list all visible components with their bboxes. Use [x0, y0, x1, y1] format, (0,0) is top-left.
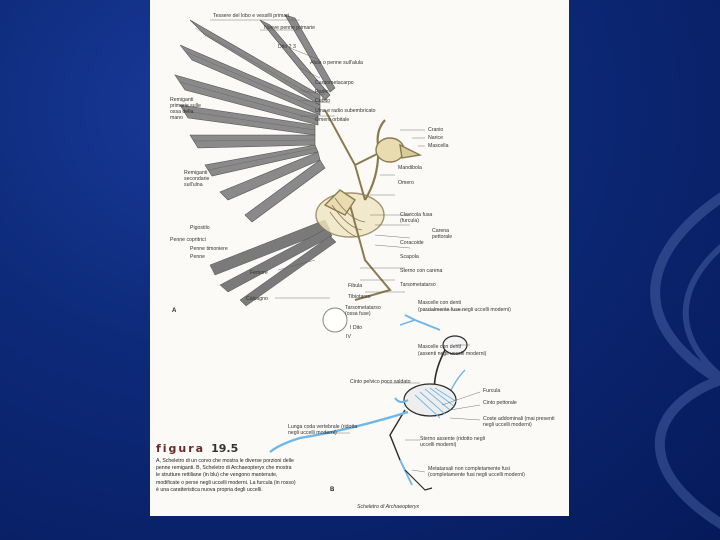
- background-swirl: [600, 180, 720, 540]
- label-metatarsals: Metatarsali non completamente fusi (comp…: [428, 466, 538, 478]
- label-teeth-jaw: Mascelle con denti: [418, 300, 461, 306]
- label-pectoral-girdle: Cinto pettorale: [483, 400, 517, 406]
- archaeopteryx-skeleton: [270, 315, 467, 490]
- label-pygostyle: Pigostilo: [190, 225, 210, 231]
- label-radius: Radio: [315, 89, 329, 95]
- panel-label-b: B: [330, 487, 334, 493]
- label-fibula: Fibula: [348, 283, 362, 289]
- label-hallux-note: Tarsometatarso (ossa fuse): [345, 305, 393, 317]
- label-alula: Alula o penne sull'alula: [310, 60, 363, 66]
- label-digit-one: I Dito: [350, 325, 362, 331]
- caption-number: 19.5: [211, 442, 238, 455]
- label-tail-feathers: Penne: [190, 254, 205, 260]
- label-teeth-note: (parzialmente fuse negli uccelli moderni…: [418, 307, 511, 313]
- caption-text: A, Scheletro di un corvo che mostra le d…: [156, 458, 296, 494]
- label-clavicle: Clavicola fusa (furcula): [400, 212, 436, 224]
- label-humerus: Omero: [398, 180, 414, 186]
- label-digit-four: IV: [346, 334, 351, 340]
- label-gastralia: Coste addominali (mai presenti negli ucc…: [483, 416, 561, 428]
- panel-label-a: A: [172, 308, 176, 314]
- label-mandible: Mascella: [428, 143, 448, 149]
- label-tarsometatarsus: Tarsometatarso: [400, 282, 436, 288]
- label-cranium: Cranio: [428, 127, 443, 133]
- label-feather-shafts: Tessere del lobo e vessilli primari: [213, 13, 289, 19]
- figure-caption: figura 19.5 A, Scheletro di un corvo che …: [156, 442, 296, 494]
- label-archaeopteryx: Scheletro di Archaeopteryx: [357, 504, 419, 510]
- label-mandible-lower: Mandibola: [398, 165, 422, 171]
- label-teeth2: Mascelle con denti: [418, 344, 461, 350]
- caption-title: figura 19.5: [156, 442, 296, 455]
- label-tail-coverts-top: Penne copritrici: [170, 237, 206, 243]
- label-coracoid: Coracoide: [400, 240, 424, 246]
- label-sternum-keel: Sterno con carena: [400, 268, 442, 274]
- label-secondaries: Remiganti secondarie sull'ulna: [184, 170, 222, 188]
- label-primaries: Nuove penne primarie: [264, 25, 315, 31]
- label-carpometacarpus: Carpometacarpo: [315, 80, 354, 86]
- label-keel: Carena pettorale: [432, 228, 462, 240]
- label-digit2: Dito 2 3: [278, 44, 296, 50]
- bird-skeleton-illustration: [150, 0, 569, 516]
- label-humerus-orbit: Omero orbitale: [315, 117, 349, 123]
- caption-word: figura: [156, 442, 205, 455]
- label-femur: Femore: [250, 270, 268, 276]
- crow-tail-feathers: [210, 220, 336, 306]
- textbook-figure: Tessere del lobo e vessilli primari Nuov…: [150, 0, 569, 516]
- label-furcula: Furcula: [483, 388, 500, 394]
- label-ulna-ligament: Ulna e radio subembricato: [315, 108, 376, 114]
- label-pelvic-girdle: Cinto pelvico poco saldato: [350, 379, 411, 385]
- label-teeth2-note: (assenti negli uccelli moderni): [418, 351, 486, 357]
- label-calcaneus: Calcagno: [246, 296, 268, 302]
- label-ulna: Cubito: [315, 98, 330, 104]
- label-long-tail: Lunga coda vertebrale (ridotta negli ucc…: [288, 424, 368, 436]
- label-sternum-absent: Sterno assente (ridotto negli uccelli mo…: [420, 436, 496, 448]
- label-quill-primaries: Remiganti primarie sulle ossa della mano: [170, 97, 206, 121]
- label-nostril: Narice: [428, 135, 443, 141]
- label-tibiotarsus: Tibiotarso: [348, 294, 371, 300]
- label-scapula: Scapola: [400, 254, 419, 260]
- label-tail-coverts-mid: Penne timoniere: [190, 246, 228, 252]
